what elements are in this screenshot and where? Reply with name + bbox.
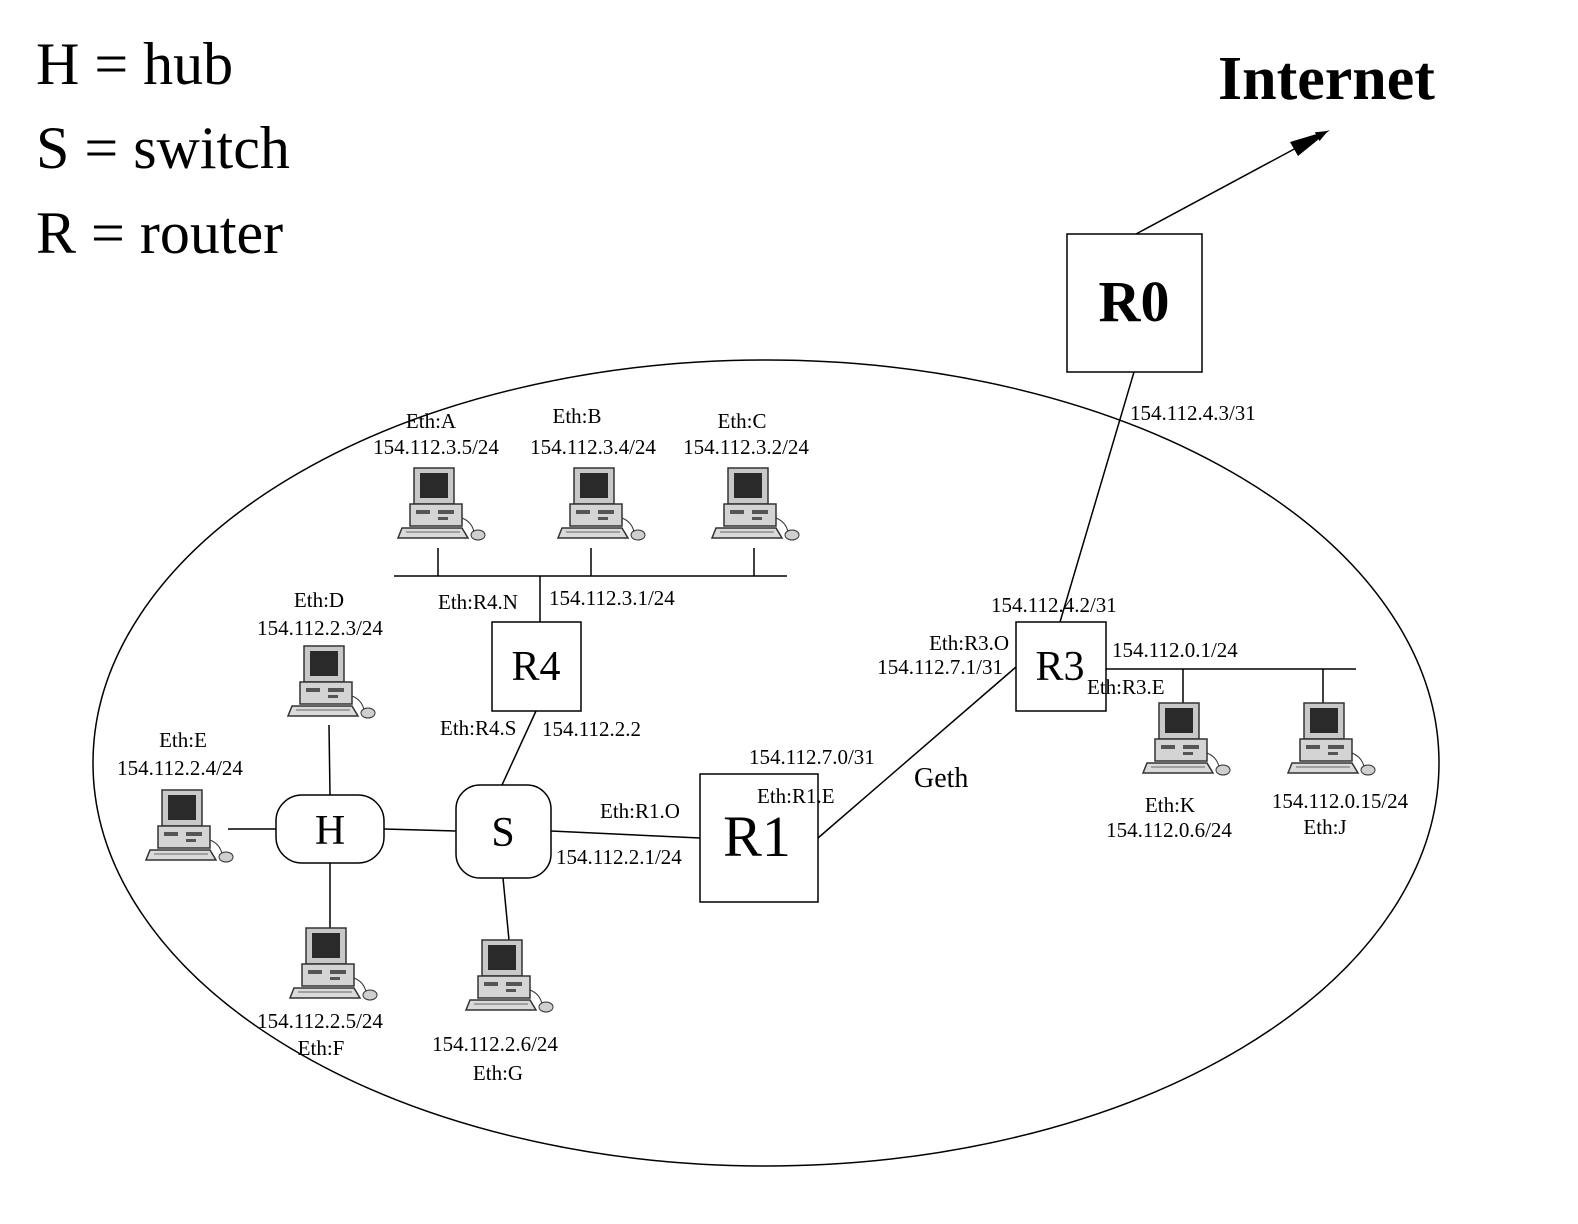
r4-box bbox=[491, 621, 582, 712]
computer-f-icon bbox=[289, 927, 378, 1001]
legend-router: R = router bbox=[36, 200, 284, 266]
r0-box bbox=[1066, 233, 1203, 373]
legend-switch: S = switch bbox=[36, 115, 290, 181]
host-a-eth: Eth:A bbox=[405, 409, 457, 433]
computer-b-icon bbox=[557, 467, 646, 541]
r3-o-ip: 154.112.7.1/31 bbox=[877, 655, 1003, 679]
host-d-eth: Eth:D bbox=[293, 588, 345, 612]
computer-j-icon bbox=[1287, 702, 1376, 776]
computer-e-icon bbox=[145, 789, 234, 863]
internet-arrowhead bbox=[1290, 130, 1330, 156]
r4-n-ip: 154.112.3.1/24 bbox=[549, 586, 675, 610]
r0-r3-link bbox=[1059, 371, 1135, 623]
host-g-eth: Eth:G bbox=[472, 1061, 524, 1085]
r3-e-eth: Eth:R3.E bbox=[1087, 675, 1165, 699]
host-b-ip: 154.112.3.4/24 bbox=[530, 435, 656, 459]
r1-label: R1 bbox=[723, 804, 791, 869]
host-f-eth: Eth:F bbox=[297, 1036, 345, 1060]
host-f-ip: 154.112.2.5/24 bbox=[257, 1009, 383, 1033]
host-e-ip: 154.112.2.4/24 bbox=[117, 756, 243, 780]
host-j-eth: Eth:J bbox=[1303, 815, 1347, 839]
r1-o-ip: 154.112.2.1/24 bbox=[556, 845, 682, 869]
r1-e-eth: Eth:R1.E bbox=[757, 784, 835, 808]
r4-s-ip: 154.112.2.2 bbox=[542, 717, 641, 741]
r4-n-eth: Eth:R4.N bbox=[438, 590, 518, 614]
r1-r3-link bbox=[817, 666, 1017, 839]
host-d-ip: 154.112.2.3/24 bbox=[257, 616, 383, 640]
computer-a-icon bbox=[397, 467, 486, 541]
geth-label: Geth bbox=[914, 763, 969, 794]
network-boundary bbox=[92, 359, 1440, 1167]
r1-box bbox=[699, 773, 819, 903]
r3-o-eth: Eth:R3.O bbox=[929, 631, 1009, 655]
r4-switch-link bbox=[501, 710, 537, 786]
r3-label: R3 bbox=[1035, 644, 1085, 690]
r0-label: R0 bbox=[1098, 269, 1170, 334]
host-k-ip: 154.112.0.6/24 bbox=[1106, 818, 1232, 842]
host-g-ip: 154.112.2.6/24 bbox=[432, 1032, 558, 1056]
r1-e-ip: 154.112.7.0/31 bbox=[749, 745, 875, 769]
r3-box bbox=[1015, 621, 1107, 712]
computer-k-icon bbox=[1142, 702, 1231, 776]
r4-label: R4 bbox=[511, 644, 561, 690]
host-c-ip: 154.112.3.2/24 bbox=[683, 435, 809, 459]
r1-o-eth: Eth:R1.O bbox=[600, 799, 680, 823]
r0-ip: 154.112.4.3/31 bbox=[1130, 401, 1256, 425]
hub-label: H bbox=[314, 808, 346, 854]
computer-g-icon bbox=[465, 939, 554, 1013]
r3-e-ip: 154.112.0.1/24 bbox=[1112, 638, 1238, 662]
host-b-eth: Eth:B bbox=[552, 404, 602, 428]
host-k-eth: Eth:K bbox=[1144, 793, 1196, 817]
host-j-ip: 154.112.0.15/24 bbox=[1271, 789, 1409, 813]
switch-label: S bbox=[491, 810, 515, 856]
r3-up-ip: 154.112.4.2/31 bbox=[991, 593, 1117, 617]
legend-hub: H = hub bbox=[36, 31, 234, 97]
host-c-eth: Eth:C bbox=[717, 409, 767, 433]
internet-label: Internet bbox=[1218, 45, 1435, 113]
host-e-eth: Eth:E bbox=[159, 728, 207, 752]
host-a-ip: 154.112.3.5/24 bbox=[373, 435, 499, 459]
computer-d-icon bbox=[287, 645, 376, 719]
computer-c-icon bbox=[711, 467, 800, 541]
r4-s-eth: Eth:R4.S bbox=[440, 716, 517, 740]
